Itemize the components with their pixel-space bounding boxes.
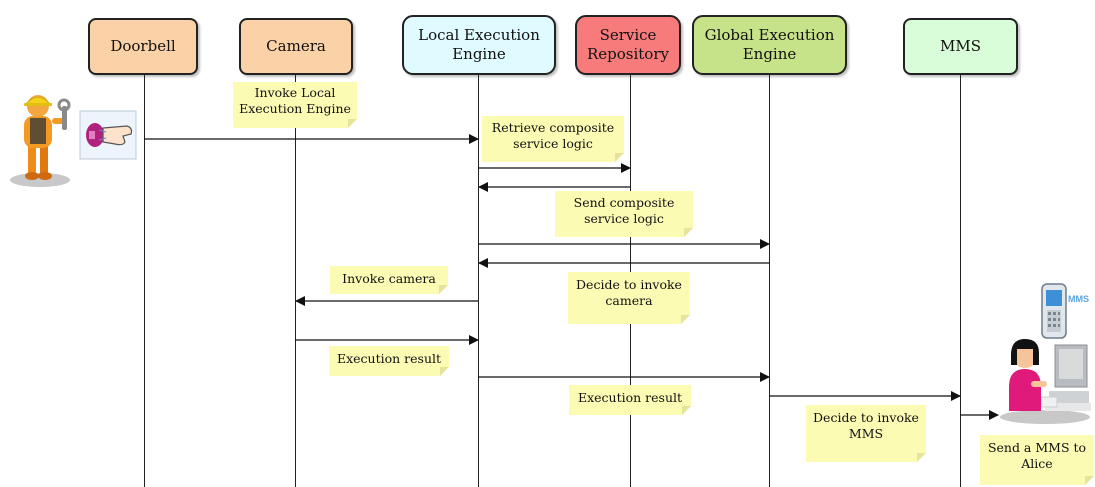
worker-icon [10,95,71,187]
note-retrieve-logic: Retrieve composite service logic [482,116,624,162]
actor-global-execution-engine: Global Execution Engine [692,15,847,75]
note-invoke-camera: Invoke camera [330,266,448,294]
actor-camera: Camera [239,18,353,75]
actor-mms: MMS [903,18,1018,75]
note-send-mms: Send a MMS to Alice [980,435,1094,485]
lifeline-global-engine [769,75,770,487]
mobile-phone-icon: MMS [1041,283,1089,339]
note-send-logic: Send composite service logic [555,191,693,237]
note-invoke-local-engine: Invoke Local Execution Engine [233,82,357,128]
phone-mms-label: MMS [1068,294,1089,304]
note-execution-result-1: Execution result [329,346,449,376]
lifeline-mms [960,75,961,487]
actor-service-repository: Service Repository [575,15,681,75]
note-decide-camera: Decide to invoke camera [568,272,690,324]
lifeline-local-engine [478,75,479,487]
note-decide-mms: Decide to invoke MMS [806,405,926,462]
doorbell-press-icon [79,110,137,160]
note-execution-result-2: Execution result [569,385,691,415]
actor-doorbell: Doorbell [88,18,198,75]
lifeline-camera [295,75,296,487]
actor-local-execution-engine: Local Execution Engine [402,15,556,75]
alice-at-computer-icon [1000,339,1091,424]
lifeline-doorbell [144,75,145,487]
